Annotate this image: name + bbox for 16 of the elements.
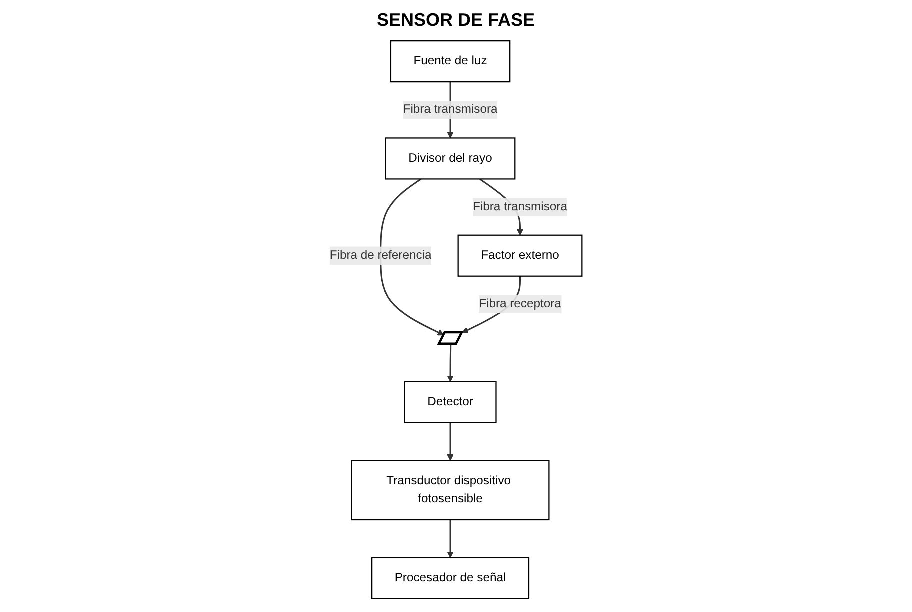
node-box: Detector <box>404 381 497 424</box>
node-box: Divisor del rayo <box>385 138 516 180</box>
arrow <box>447 422 454 462</box>
edge-label: Fibra receptora <box>479 298 562 311</box>
edge-label: Fibra de referencia <box>330 249 432 262</box>
diagram-title: SENSOR DE FASE <box>376 10 536 31</box>
node-box: Transductor dispositivo fotosensible <box>351 460 550 521</box>
edge-label: Fibra transmisora <box>473 200 568 214</box>
arrow <box>447 344 454 382</box>
node-box: Fuente de luz <box>390 40 511 83</box>
edge-label: Fibra transmisora <box>403 103 498 116</box>
node-bar <box>437 331 464 346</box>
arrow <box>447 520 454 558</box>
node-box: Factor externo <box>458 234 583 277</box>
node-box: Procesador de señal <box>372 557 530 600</box>
arrow <box>380 178 444 336</box>
